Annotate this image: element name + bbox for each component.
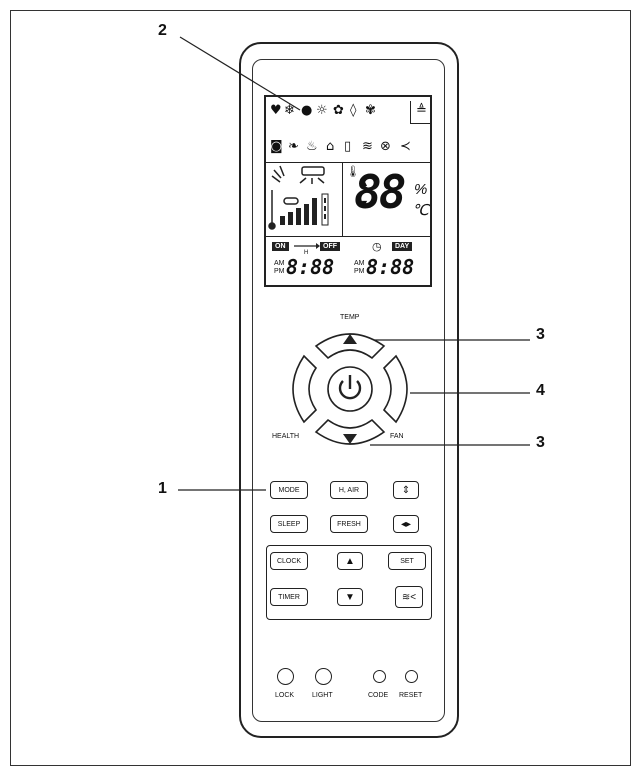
celsius-unit: ℃: [412, 202, 429, 219]
lock-button[interactable]: [277, 668, 294, 685]
code-button[interactable]: [373, 670, 386, 683]
fan-button[interactable]: [382, 354, 408, 424]
circle-x-icon: ⊗: [380, 139, 391, 154]
am-label-left: AM: [274, 260, 285, 267]
heater-icon: ♨: [306, 139, 318, 154]
reset-label: RESET: [399, 692, 423, 699]
vertical-swing-button[interactable]: ⇕: [393, 481, 419, 499]
scroll-icon: ≜: [416, 103, 427, 118]
health-label: HEALTH: [272, 433, 300, 440]
airflow-icon: ≋<: [401, 591, 417, 603]
fan-outline-icon: ✾: [365, 103, 376, 118]
timer-button[interactable]: TIMER: [270, 588, 308, 606]
page-frame: [10, 10, 631, 766]
callout-3-bottom: 3: [536, 434, 545, 451]
time-up-button[interactable]: ▲: [337, 552, 363, 570]
mode-button[interactable]: MODE: [270, 481, 308, 499]
am-label-right: AM: [354, 260, 365, 267]
drop-icon: ●: [301, 103, 313, 118]
trash-icon: ▯: [344, 139, 352, 154]
wind-icon: ≋: [362, 139, 373, 154]
temp-label: TEMP: [340, 314, 360, 321]
share-icon: ≺: [400, 139, 411, 154]
temp-up-button[interactable]: [314, 333, 386, 360]
snowflake-icon: ❄: [284, 103, 295, 118]
heart-icon: ♥: [270, 103, 282, 118]
big-temperature-digits: 88: [354, 165, 406, 219]
callout-1: 1: [158, 480, 167, 497]
horizontal-swing-icon: ◂▸: [400, 518, 412, 530]
clock-button[interactable]: CLOCK: [270, 552, 308, 570]
reset-button[interactable]: [405, 670, 418, 683]
lcd-display: ♥ ❄ ● ☼ ✿ ◊ ✾ ≜ ◙ ❧ ♨ ⌂ ▯ ≋ ⊗ ≺: [264, 95, 432, 287]
moon-icon: ◙: [270, 139, 283, 154]
sleep-button[interactable]: SLEEP: [270, 515, 308, 533]
set-button[interactable]: SET: [388, 552, 426, 570]
sun-icon: ☼: [316, 103, 328, 118]
fan-label: FAN: [390, 433, 404, 440]
callout-2: 2: [158, 22, 167, 39]
leaf-icon: ❧: [288, 139, 299, 154]
callout-4: 4: [536, 382, 545, 399]
clock-timer-group: [266, 545, 432, 620]
time-display-right: 8:88: [366, 255, 415, 279]
house-icon: ⌂: [326, 139, 335, 154]
light-label: LIGHT: [312, 692, 333, 699]
power-button[interactable]: [327, 366, 373, 412]
temp-down-button[interactable]: [314, 418, 386, 445]
lock-label: LOCK: [275, 692, 295, 699]
vertical-swing-icon: ⇕: [401, 484, 411, 496]
fan-icon: ✿: [333, 103, 344, 118]
small-h-indicator: H: [304, 250, 309, 256]
on-off-arrow-graphic: [294, 243, 320, 249]
on-tag: ON: [272, 242, 289, 251]
horizontal-swing-button[interactable]: ◂▸: [393, 515, 419, 533]
day-tag: DAY: [392, 242, 413, 251]
down-triangle-icon: ▼: [345, 591, 355, 603]
time-down-button[interactable]: ▼: [337, 588, 363, 606]
pm-label-left: PM: [274, 268, 285, 275]
airflow-bars-graphic: [268, 165, 329, 230]
time-display-left: 8:88: [286, 255, 335, 279]
drop-outline-icon: ◊: [350, 103, 357, 118]
percent-unit: %: [414, 181, 428, 198]
thermometer-icon: 🌡: [346, 165, 360, 178]
callout-3-top: 3: [536, 326, 545, 343]
airflow-direction-button[interactable]: ≋<: [395, 586, 423, 608]
pm-label-right: PM: [354, 268, 365, 275]
off-tag: OFF: [320, 242, 340, 251]
down-arrow-indicator-icon: ▼: [360, 198, 369, 208]
remote-panel: [252, 59, 445, 722]
up-arrow-indicator-icon: ▲: [360, 178, 369, 188]
up-triangle-icon: ▲: [345, 555, 355, 567]
health-button[interactable]: [292, 354, 318, 424]
clock-icon: ◷: [372, 240, 382, 253]
light-button[interactable]: [315, 668, 332, 685]
fresh-button[interactable]: FRESH: [330, 515, 368, 533]
h-air-button[interactable]: H, AIR: [330, 481, 368, 499]
code-label: CODE: [368, 692, 389, 699]
